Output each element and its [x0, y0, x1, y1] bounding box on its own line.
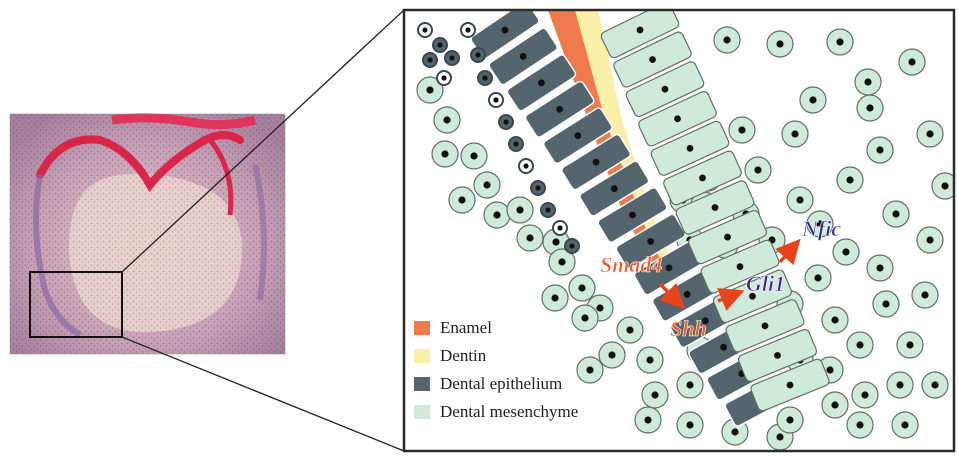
legend-label-enamel: Enamel: [440, 318, 492, 337]
mesenchyme-cell: [569, 275, 595, 301]
outer-epithelium-cell: [489, 93, 503, 107]
outer-epithelium-cell: [418, 23, 432, 37]
mesenchyme-cell: [922, 372, 948, 398]
outer-epithelium-cell: [445, 51, 459, 65]
mesenchyme-cell: [714, 27, 740, 53]
mesenchyme-cell: [917, 227, 943, 253]
mesenchyme-cell: [852, 382, 878, 408]
mesenchyme-cell: [827, 29, 853, 55]
mesenchyme-cell: [873, 291, 899, 317]
mesenchyme-cell: [677, 372, 703, 398]
outer-epithelium-cell: [541, 203, 555, 217]
mesenchyme-cell: [461, 143, 487, 169]
mesenchyme-cell: [577, 357, 603, 383]
mesenchyme-cell: [917, 121, 943, 147]
mesenchyme-cell: [912, 282, 938, 308]
mesenchyme-cell: [867, 137, 893, 163]
outer-epithelium-cell: [565, 239, 579, 253]
schematic-panel: Smad4 Shh Gli1 Nfic Enamel Dentin Dental…: [404, 0, 958, 451]
outer-epithelium-cell: [509, 137, 523, 151]
mesenchyme-cell: [642, 382, 668, 408]
outer-epithelium-cell: [423, 53, 437, 67]
mesenchyme-cell: [822, 307, 848, 333]
mesenchyme-cell: [637, 347, 663, 373]
gene-label-gli1: Gli1: [746, 271, 785, 296]
mesenchyme-cell: [887, 372, 913, 398]
mesenchyme-cell: [847, 412, 873, 438]
legend-swatch-mesenchyme: [414, 405, 430, 419]
mesenchyme-cell: [833, 239, 859, 265]
mesenchyme-cell: [787, 187, 813, 213]
legend-label-mesenchyme: Dental mesenchyme: [440, 402, 578, 421]
mesenchyme-cell: [857, 95, 883, 121]
mesenchyme-cell: [617, 317, 643, 343]
mesenchyme-cell: [677, 412, 703, 438]
mesenchyme-cell: [855, 69, 881, 95]
legend-label-dentin: Dentin: [440, 346, 487, 365]
legend-swatch-epithelium: [414, 377, 430, 391]
mesenchyme-cell: [837, 167, 863, 193]
mesenchyme-cell: [449, 187, 475, 213]
mesenchyme-cell: [729, 117, 755, 143]
outer-epithelium-cell: [553, 221, 567, 235]
mesenchyme-cell: [892, 412, 918, 438]
mesenchyme-cell: [635, 407, 661, 433]
gene-label-smad4: Smad4: [600, 252, 662, 277]
mesenchyme-cell: [897, 332, 923, 358]
mesenchyme-cell: [517, 225, 543, 251]
gene-label-nfic: Nfic: [801, 216, 841, 241]
legend-swatch-enamel: [414, 321, 430, 335]
mesenchyme-cell: [847, 332, 873, 358]
mesenchyme-cell: [572, 305, 598, 331]
histology-image: [10, 114, 285, 354]
outer-epithelium-cell: [437, 71, 451, 85]
mesenchyme-cell: [800, 87, 826, 113]
mesenchyme-cell: [899, 49, 925, 75]
mesenchyme-cell: [434, 107, 460, 133]
mesenchyme-cell: [484, 202, 510, 228]
mesenchyme-cell: [883, 201, 909, 227]
mesenchyme-cell: [599, 342, 625, 368]
outer-epithelium-cell: [499, 115, 513, 129]
mesenchyme-cell: [822, 392, 848, 418]
outer-epithelium-cell: [478, 71, 492, 85]
mesenchyme-cell: [782, 121, 808, 147]
mesenchyme-cell: [805, 265, 831, 291]
legend-swatch-dentin: [414, 349, 430, 363]
mesenchyme-cell: [777, 407, 803, 433]
outer-epithelium-cell: [461, 23, 475, 37]
gene-label-shh: Shh: [670, 316, 707, 341]
mesenchyme-cell: [474, 172, 500, 198]
mesenchyme-cell: [767, 31, 793, 57]
outer-epithelium-cell: [531, 181, 545, 195]
mesenchyme-cell: [507, 197, 533, 223]
outer-epithelium-cell: [471, 48, 485, 62]
mesenchyme-cell: [867, 255, 893, 281]
outer-epithelium-cell: [433, 38, 447, 52]
outer-epithelium-cell: [519, 159, 533, 173]
legend-label-epithelium: Dental epithelium: [440, 374, 562, 393]
mesenchyme-cell: [745, 157, 771, 183]
mesenchyme-cell: [432, 141, 458, 167]
mesenchyme-cell: [542, 285, 568, 311]
